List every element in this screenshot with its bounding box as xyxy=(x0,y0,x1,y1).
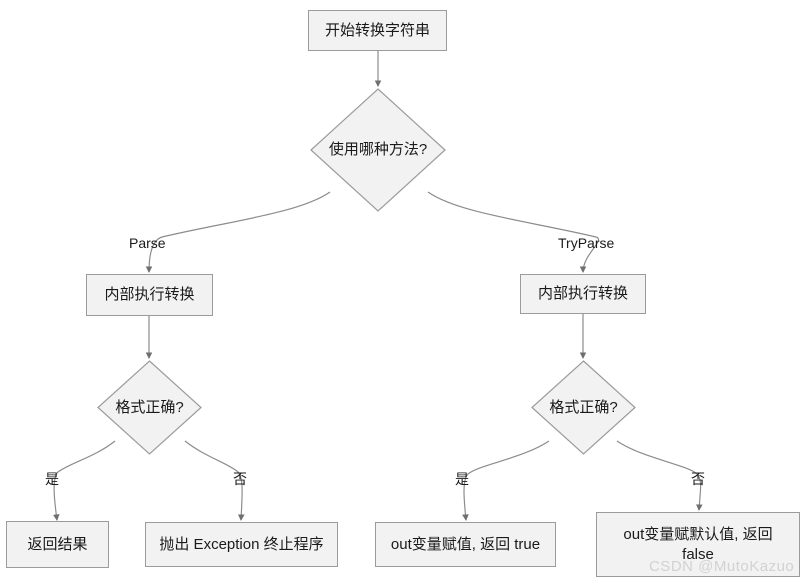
node-throw-exception[interactable]: 抛出 Exception 终止程序 xyxy=(145,522,338,567)
edge-tryparsefmt-to-outfalse xyxy=(616,440,703,511)
node-parse-format-ok[interactable]: 格式正确? xyxy=(97,360,202,455)
edge-label-parse-no: 否 xyxy=(233,471,247,487)
node-tryparse-format-ok-label: 格式正确? xyxy=(549,398,618,416)
node-start[interactable]: 开始转换字符串 xyxy=(308,10,447,51)
edge-tryparsefmt-to-outtrue xyxy=(462,440,550,521)
edge-which-to-parse xyxy=(145,191,331,273)
node-parse-convert[interactable]: 内部执行转换 xyxy=(86,274,213,316)
node-tryparse-convert-label: 内部执行转换 xyxy=(537,285,628,302)
edge-label-parse-text: Parse xyxy=(129,235,166,251)
edge-which-to-tryparse xyxy=(427,191,599,273)
edge-label-parse: Parse xyxy=(129,235,166,251)
edge-label-parse-yes: 是 xyxy=(45,471,59,487)
edge-label-tryparse: TryParse xyxy=(558,235,614,251)
diamond-shape xyxy=(531,360,636,455)
node-out-false-label: out变量赋默认值, 返回 false xyxy=(623,525,773,563)
node-tryparse-convert[interactable]: 内部执行转换 xyxy=(520,274,646,314)
edge-label-tryparse-no: 否 xyxy=(691,471,705,487)
edge-label-parse-no-text: 否 xyxy=(233,471,247,487)
edge-label-parse-yes-text: 是 xyxy=(45,471,59,487)
node-which-method[interactable]: 使用哪种方法? xyxy=(310,88,446,212)
node-return-result-label: 返回结果 xyxy=(27,535,88,553)
node-which-method-label: 使用哪种方法? xyxy=(328,141,428,158)
csdn-watermark: CSDN @MutoKazuo xyxy=(649,558,795,575)
node-out-true-label: out变量赋值, 返回 true xyxy=(390,535,541,553)
edge-parsefmt-to-throw xyxy=(184,440,245,521)
diamond-shape xyxy=(97,360,202,455)
node-tryparse-format-ok[interactable]: 格式正确? xyxy=(531,360,636,455)
node-out-false[interactable]: out变量赋默认值, 返回 false xyxy=(596,512,800,577)
edge-label-tryparse-yes: 是 xyxy=(455,471,469,487)
diamond-shape xyxy=(310,88,446,212)
node-start-label: 开始转换字符串 xyxy=(324,21,430,39)
node-parse-convert-label: 内部执行转换 xyxy=(104,286,195,303)
edge-parsefmt-to-return xyxy=(52,440,116,521)
node-return-result[interactable]: 返回结果 xyxy=(6,521,109,568)
node-out-true[interactable]: out变量赋值, 返回 true xyxy=(375,522,556,567)
node-throw-exception-label: 抛出 Exception 终止程序 xyxy=(159,535,324,553)
edge-label-tryparse-no-text: 否 xyxy=(691,471,705,487)
node-parse-format-ok-label: 格式正确? xyxy=(115,398,184,416)
edge-label-tryparse-text: TryParse xyxy=(558,235,615,251)
edge-label-tryparse-yes-text: 是 xyxy=(455,471,469,487)
